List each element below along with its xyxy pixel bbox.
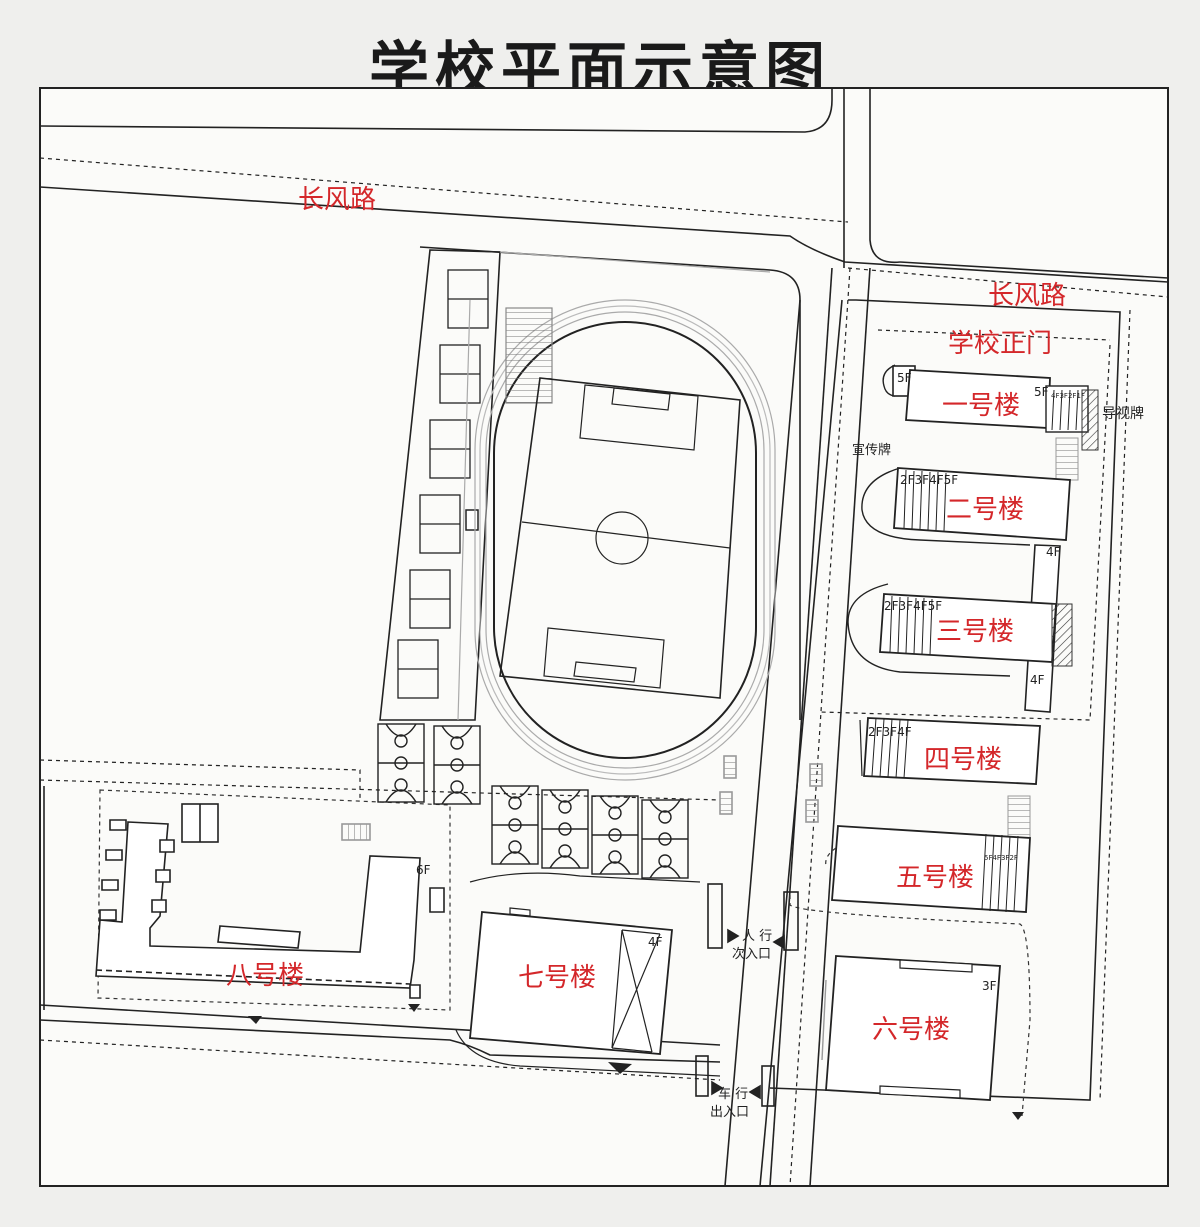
building-1 xyxy=(882,364,1099,481)
building-6-floors: 3F xyxy=(982,979,997,993)
building-4-label: 四号楼 xyxy=(924,745,1002,775)
building-2-label: 二号楼 xyxy=(946,495,1024,525)
basketball-court-3 xyxy=(491,785,539,865)
east-block xyxy=(769,299,1131,1101)
main-gate-label: 学校正门 xyxy=(948,329,1052,359)
building-7-floors: 4F xyxy=(648,935,663,949)
building-6-label: 六号楼 xyxy=(872,1015,950,1045)
building-6 xyxy=(821,955,1001,1101)
building-7 xyxy=(469,907,673,1074)
building-8 xyxy=(95,803,445,999)
basketball-court-6 xyxy=(641,799,689,879)
basketball-court-5 xyxy=(591,795,639,875)
running-track xyxy=(474,299,776,781)
road-label-north: 长风路 xyxy=(298,185,376,215)
road-label-east: 长风路 xyxy=(988,281,1066,311)
building-3-label: 三号楼 xyxy=(936,617,1014,647)
basketball-court-4 xyxy=(541,789,589,869)
building-7-label: 七号楼 xyxy=(518,963,596,993)
b6-exit-arrow xyxy=(1012,1112,1024,1120)
building-1-floors-side: 5F xyxy=(1034,385,1049,399)
basketball-courts xyxy=(377,723,689,879)
building-3-connector-floors: 4F xyxy=(1030,673,1045,687)
building-1-stair-floors: 4F3F2F1F xyxy=(1051,392,1085,400)
labels: 长风路 长风路 学校正门 一号楼 5F 5F 4F3F2F1F 导视牌 宣传牌 … xyxy=(226,185,1144,1120)
building-4 xyxy=(859,717,1041,839)
track-boundary xyxy=(457,251,771,721)
gates xyxy=(455,755,823,1107)
central-road xyxy=(724,88,871,1187)
basketball-court-2 xyxy=(433,725,481,805)
building-1-label: 一号楼 xyxy=(942,391,1020,421)
building-2-floors: 2F3F4F5F xyxy=(900,473,958,487)
building-5-floors: 5F4F3F2F xyxy=(984,854,1018,862)
guide-sign-label: 导视牌 xyxy=(1102,405,1144,422)
basketball-court-1 xyxy=(377,723,425,803)
north-road xyxy=(39,88,1169,720)
building-4-floors: 2F3F4F xyxy=(868,725,912,739)
pedestrian-entrance-label-1: 人 行 xyxy=(742,929,772,944)
tennis-courts xyxy=(379,249,501,721)
vehicle-entrance-label-1: 车 行 xyxy=(718,1086,748,1102)
building-1-floors-main: 5F xyxy=(897,371,912,385)
building-5 xyxy=(789,825,1031,1117)
building-3-floors: 2F3F4F5F xyxy=(884,599,942,613)
building-5-label: 五号楼 xyxy=(896,863,974,893)
building-2-connector-floors: 4F xyxy=(1046,545,1061,559)
vehicle-entrance-label-2: 出入口 xyxy=(710,1105,749,1120)
building-8-label: 八号楼 xyxy=(226,961,304,991)
publicity-sign-label: 宣传牌 xyxy=(852,442,891,458)
pedestrian-entrance-label-2: 次入口 xyxy=(732,946,771,962)
building-3 xyxy=(847,583,1073,677)
building-8-floors: 6F xyxy=(416,863,431,877)
